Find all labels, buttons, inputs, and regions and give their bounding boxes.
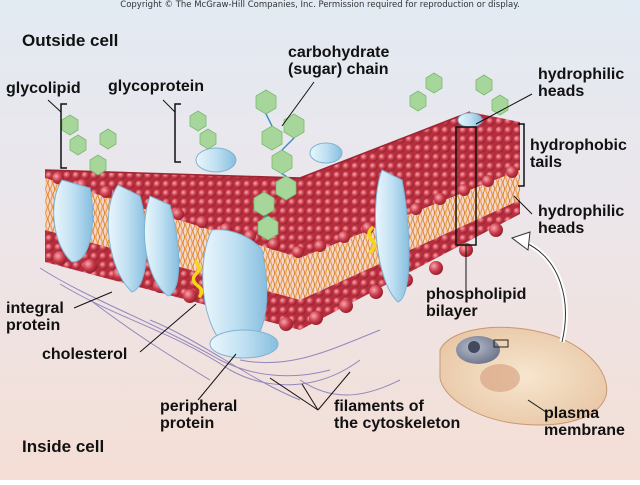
cholesterol-molecules bbox=[191, 226, 377, 298]
cytoskeleton-filaments bbox=[39, 267, 401, 401]
peripheral-protein-label: peripheral protein bbox=[160, 398, 238, 432]
tail-layer-side bbox=[300, 170, 520, 300]
surface-proteins bbox=[195, 112, 483, 173]
inside-cell-label: Inside cell bbox=[22, 437, 105, 456]
hydrophilic-heads-bottom-label: hydrophilic heads bbox=[538, 203, 625, 237]
top-edge bbox=[44, 111, 471, 179]
glycoprotein-bracket bbox=[174, 103, 181, 163]
plasma-membrane-label: plasma membrane bbox=[544, 405, 625, 439]
glycolipid-bracket bbox=[60, 103, 67, 169]
phospholipid-bilayer-label: phospholipid bilayer bbox=[426, 286, 527, 320]
hydrophilic-heads-top-label: hydrophilic heads bbox=[538, 66, 625, 100]
cholesterol-label: cholesterol bbox=[42, 346, 128, 363]
peripheral-protein bbox=[209, 329, 279, 359]
leader-lines bbox=[47, 81, 547, 413]
magnified-region-box bbox=[493, 339, 509, 348]
hydrophobic-tails-label: hydrophobic tails bbox=[530, 137, 627, 171]
hydrophobic-bracket bbox=[518, 123, 525, 187]
whole-cell-inset bbox=[439, 326, 608, 426]
glycoprotein-label: glycoprotein bbox=[108, 78, 205, 95]
carbohydrate-chains bbox=[61, 72, 509, 241]
filaments-cytoskeleton-label: filaments of the cytoskeleton bbox=[334, 398, 461, 432]
outside-cell-label: Outside cell bbox=[22, 31, 119, 50]
integral-proteins bbox=[53, 169, 410, 351]
integral-protein-label: integral protein bbox=[6, 300, 64, 334]
sugar-links bbox=[264, 113, 295, 217]
carbohydrate-chain-label: carbohydrate (sugar) chain bbox=[288, 44, 390, 78]
copyright-notice: Copyright © The McGraw-Hill Companies, I… bbox=[120, 0, 520, 10]
bottom-head-layer-side bbox=[300, 200, 520, 330]
magnify-arrowhead bbox=[510, 231, 531, 251]
glycolipid-label: glycolipid bbox=[6, 80, 81, 97]
